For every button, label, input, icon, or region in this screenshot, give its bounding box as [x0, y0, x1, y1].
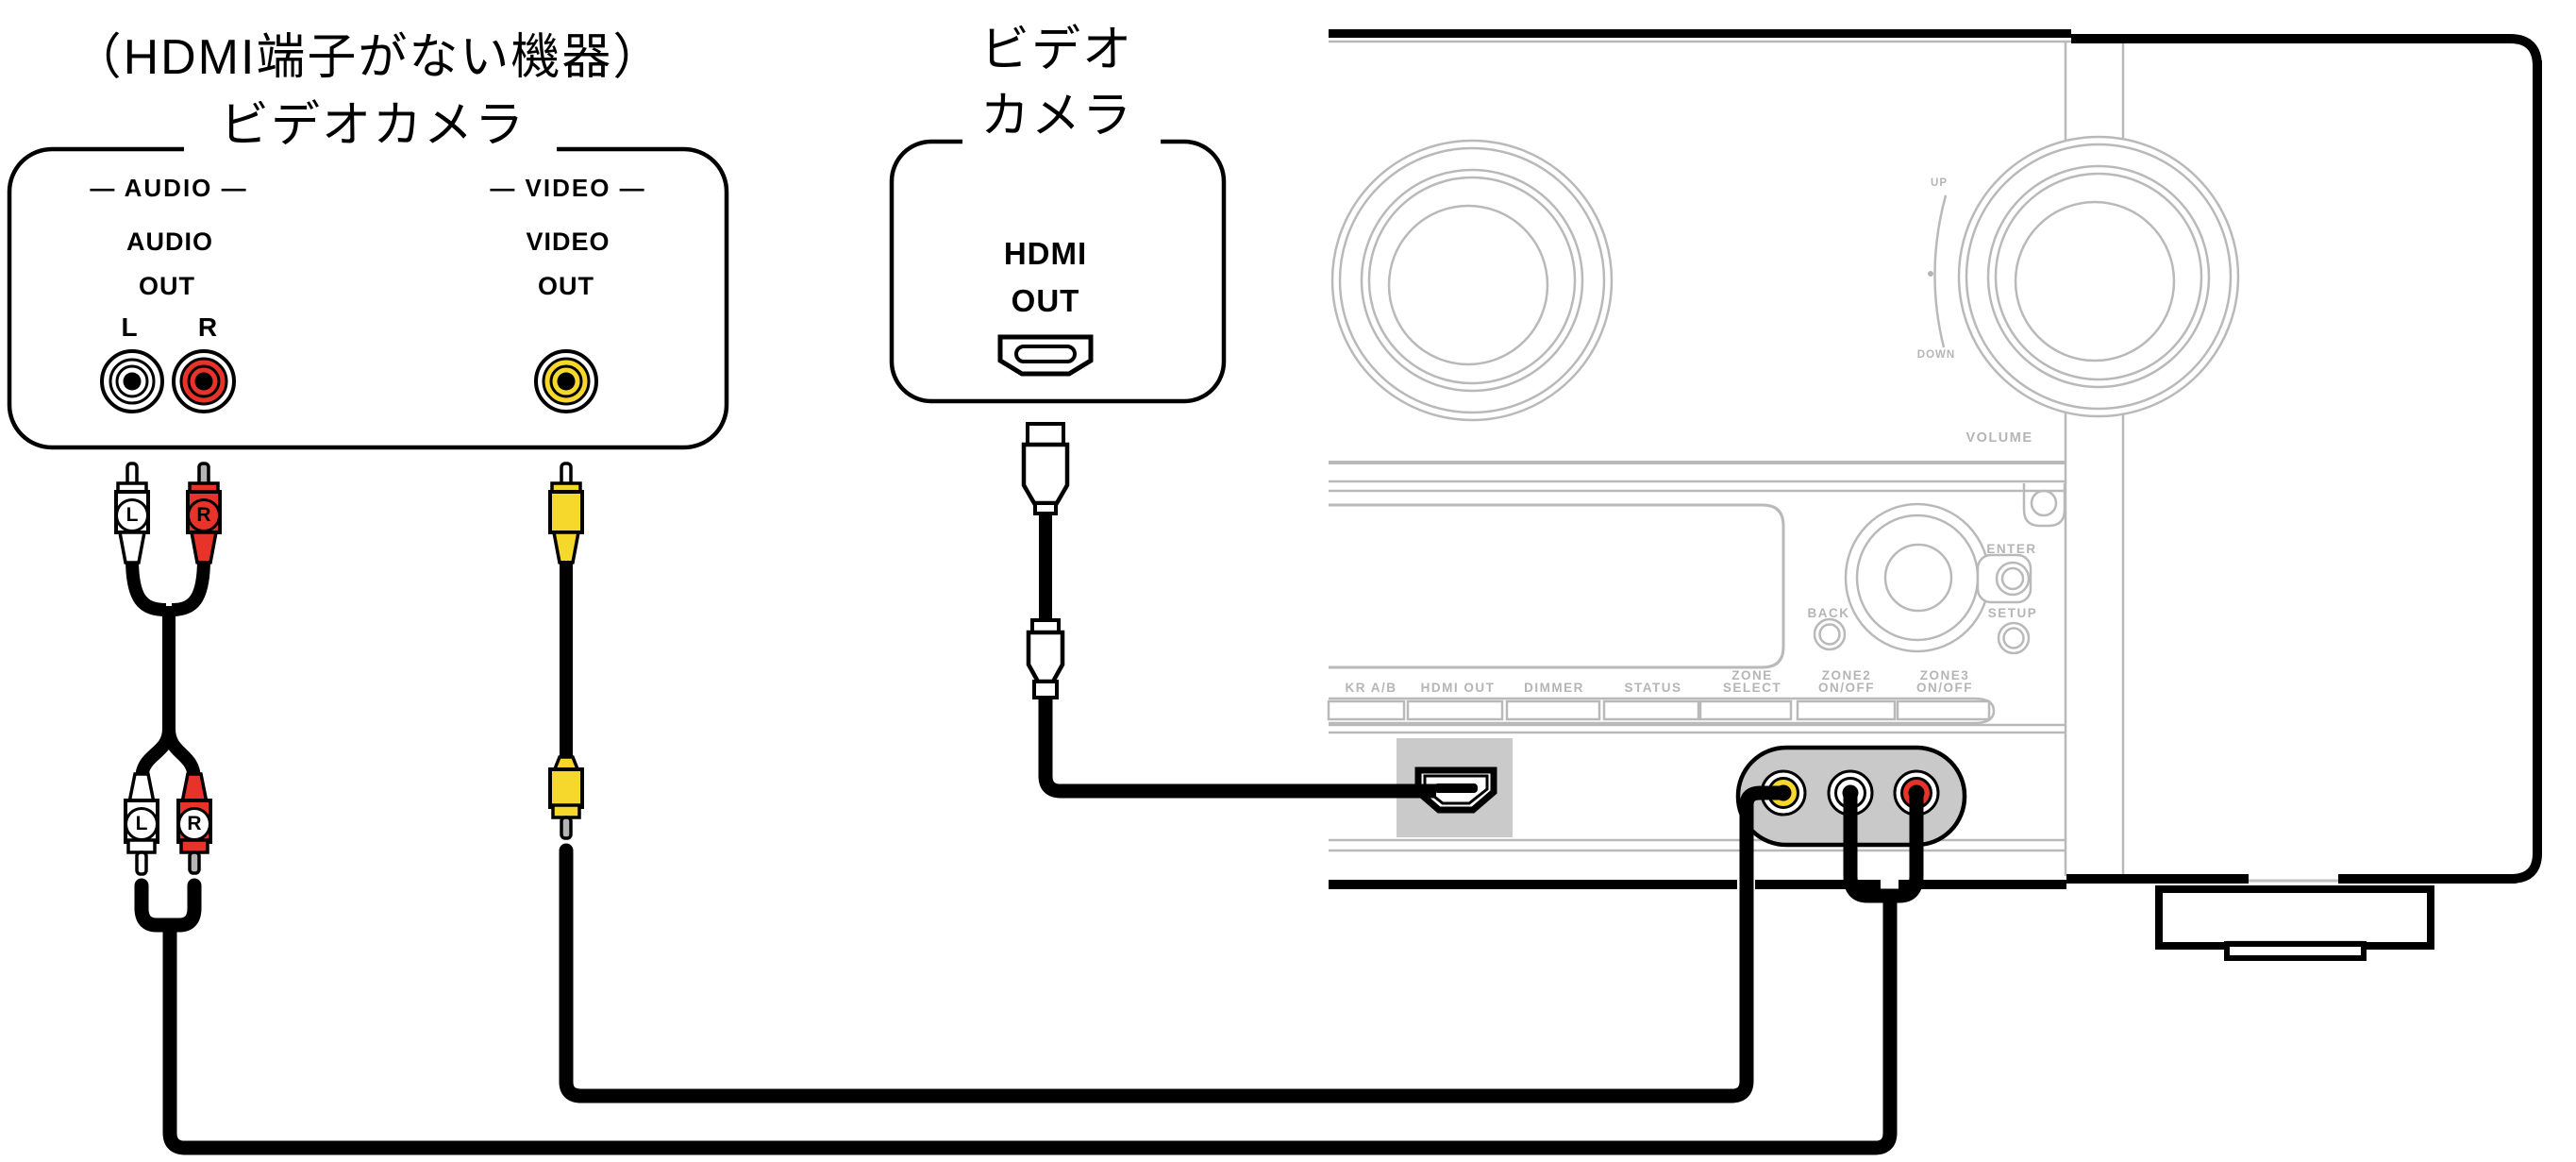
plug-letter-right-upper: R	[187, 498, 221, 532]
hdmi-out-label-line1: HDMI	[1003, 236, 1088, 271]
receiver-chassis-outline	[1329, 29, 2542, 889]
hdmi-camera-box	[889, 134, 1227, 404]
video-out-jack-yellow-icon	[534, 349, 598, 413]
status-button-label: STATUS	[1624, 681, 1682, 695]
zone2-onoff-button	[1796, 699, 1897, 721]
video-out-label-line2: OUT	[538, 272, 594, 300]
speaker-ab-button	[1327, 699, 1406, 721]
receiver-foot-icon	[2155, 885, 2434, 961]
zone-select-button	[1698, 699, 1793, 721]
av-receiver-front-panel	[1327, 42, 2240, 876]
hdmi-camera-title-line2: カメラ	[979, 89, 1134, 143]
hdmi-out-label-line2: OUT	[1011, 283, 1080, 318]
video-plug-lower-icon	[548, 755, 584, 840]
audio-out-jack-red-icon	[172, 349, 236, 413]
volume-down-label: DOWN	[1916, 349, 1956, 361]
zone3-button-label-line1: ZONE3	[1919, 668, 1970, 682]
audio-group-label: — AUDIO —	[90, 174, 248, 202]
audio-out-jack-white-icon	[100, 349, 164, 413]
input-selector-knob-icon	[1330, 139, 1614, 422]
video-group-label: — VIDEO —	[490, 174, 646, 202]
audio-cable-receiver-end	[1843, 795, 1924, 903]
hdmi-out-button-label: HDMI OUT	[1420, 681, 1496, 695]
audio-cable-run	[162, 901, 1898, 1155]
audio-out-label-line2: OUT	[139, 272, 195, 300]
video-cable-run	[559, 785, 1787, 1103]
box-title-gap	[184, 140, 557, 155]
volume-up-down-arc	[1933, 194, 1948, 348]
front-display-window	[1329, 503, 1785, 669]
enter-button-icon	[1976, 553, 2032, 604]
receiver-audio-jack-red-icon	[1893, 769, 1940, 817]
zone2-button-label-line1: ZONE2	[1821, 668, 1872, 682]
enter-label: ENTER	[1986, 542, 2037, 556]
video-out-label-line1: VIDEO	[526, 227, 611, 256]
hdmi-cable	[1021, 422, 1436, 799]
jack-left-label: L	[121, 312, 138, 342]
back-button-icon	[1813, 617, 1847, 651]
hdmi-plug-upper-icon	[1021, 422, 1070, 515]
box-title-gap	[962, 134, 1161, 149]
hdmi-plug-lower-icon	[1026, 618, 1065, 699]
volume-arc-tick	[1928, 271, 1933, 277]
dimmer-button	[1505, 699, 1601, 721]
panel-sensor-hole-icon	[2022, 483, 2066, 528]
zone3-button-label-line2: ON/OFF	[1916, 681, 1973, 695]
volume-label: VOLUME	[1965, 430, 2033, 446]
zone-select-button-label-line1: ZONE	[1731, 668, 1773, 682]
dimmer-button-label: DIMMER	[1524, 681, 1584, 695]
status-button	[1602, 699, 1700, 721]
plug-letter-right-lower: R	[177, 807, 211, 841]
plug-letter-left-upper: L	[115, 498, 149, 532]
hdmi-camera-title-line1: ビデオ	[979, 23, 1134, 77]
setup-label: SETUP	[1987, 606, 2038, 620]
video-cable-yellow	[548, 462, 1787, 1103]
analog-camera-box	[7, 140, 729, 450]
hdmi-cable-run	[1038, 698, 1436, 799]
zone-select-button-label-line2: SELECT	[1722, 681, 1782, 695]
setup-button-icon	[1997, 621, 2031, 655]
audio-out-label-line1: AUDIO	[126, 227, 213, 256]
zone2-button-label-line2: ON/OFF	[1818, 681, 1875, 695]
hdmi-out-port-icon	[997, 334, 1094, 377]
hdmi-out-button	[1406, 699, 1504, 721]
volume-up-label: UP	[1931, 177, 1948, 189]
jack-right-label: R	[197, 312, 218, 342]
volume-knob-icon	[1957, 135, 2240, 418]
plug-letter-left-lower: L	[125, 807, 159, 841]
cursor-pad-knob-icon	[1844, 502, 1991, 653]
analog-camera-title-line1: （HDMI端子がない機器）	[72, 30, 664, 85]
zone3-onoff-button	[1896, 699, 1991, 721]
back-label: BACK	[1807, 606, 1850, 620]
speaker-ab-button-label: KR A/B	[1345, 681, 1397, 695]
analog-camera-title-line2: ビデオカメラ	[219, 98, 527, 153]
video-plug-upper-icon	[548, 462, 584, 564]
front-panel-button-row	[1327, 697, 1996, 725]
